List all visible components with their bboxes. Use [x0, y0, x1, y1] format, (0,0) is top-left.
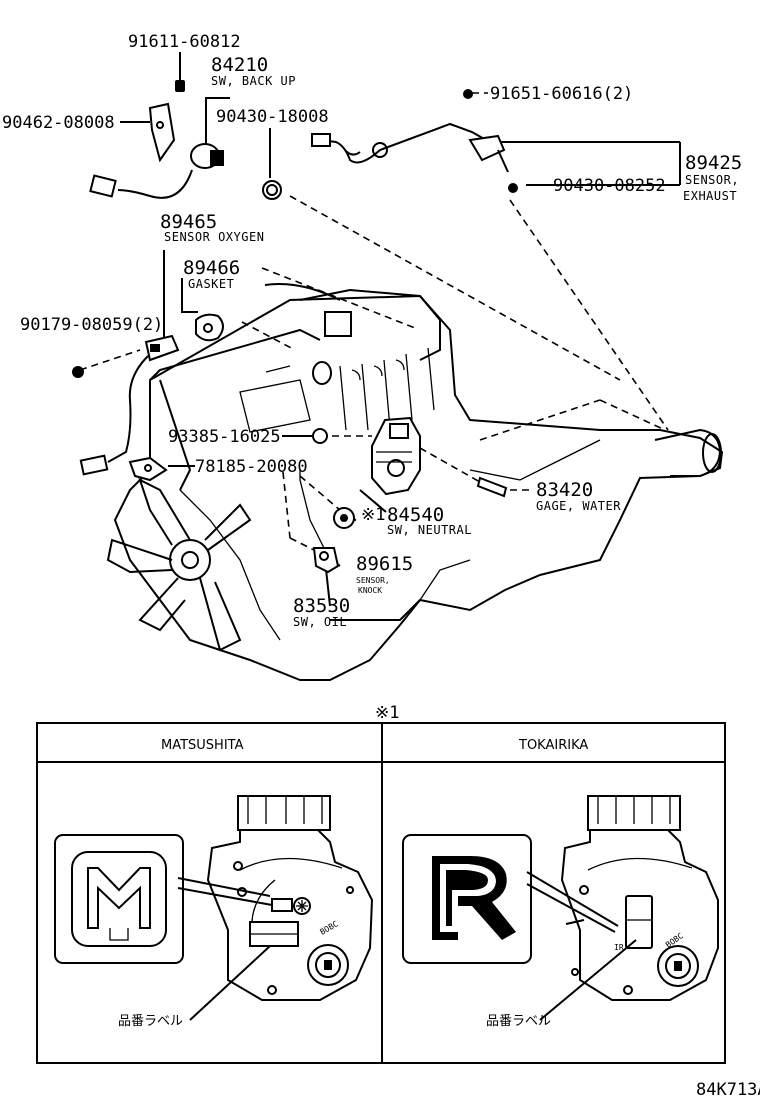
exhaust-sensor-assembly	[311, 89, 518, 193]
part-89466-label: 89466	[183, 257, 240, 279]
tokairika-switch-drawing	[402, 795, 719, 1021]
part-89465-name: SENSOR OXYGEN	[164, 230, 264, 244]
matsushita-header: MATSUSHITA	[161, 738, 244, 753]
engine-block	[113, 283, 724, 681]
part-89615-name-2: KNOCK	[358, 586, 382, 595]
part-89425-name-1: SENSOR,	[685, 173, 739, 187]
part-84210-label: 84210	[211, 54, 268, 76]
part-90179-08059-label: 90179-08059(2)	[20, 315, 163, 335]
part-84540-mark: ※1	[361, 505, 385, 525]
part-83420-name: GAGE, WATER	[536, 499, 621, 513]
part-89465-label: 89465	[160, 211, 217, 233]
part-83420-label: 83420	[536, 479, 593, 501]
part-90430-18008-label: 90430-18008	[216, 107, 329, 127]
matsushita-dial-text: BOBC	[319, 919, 340, 937]
part-84540-name: SW, NEUTRAL	[387, 523, 472, 537]
backup-switch-assembly	[89, 80, 282, 200]
cooling-fan	[106, 478, 252, 652]
part-89615-name-1: SENSOR,	[356, 576, 390, 585]
detail-mark: ※1	[375, 703, 399, 723]
part-90462-08008-label: 90462-08008	[2, 113, 115, 133]
oxygen-sensor-assembly	[72, 313, 224, 476]
part-83530-name: SW, OIL	[293, 615, 347, 629]
part-84210-name: SW, BACK UP	[211, 74, 296, 88]
part-89425-name-2: EXHAUST	[683, 189, 737, 203]
part-84540-label: 84540	[387, 504, 444, 526]
lower-parts	[128, 416, 508, 574]
leader-lines	[79, 52, 681, 607]
tokairika-in-mark: IR	[614, 943, 624, 952]
tokairika-part-label: 品番ラベル	[486, 1014, 551, 1029]
part-91651-60616-label: 91651-60616(2)	[490, 84, 633, 104]
detail-table	[36, 722, 726, 1064]
matsushita-switch-drawing	[54, 795, 374, 1021]
part-89425-label: 89425	[685, 152, 742, 174]
part-83530-label: 83530	[293, 595, 350, 617]
part-91611-60812-label: 91611-60812	[128, 32, 241, 52]
part-93385-16025-label: 93385-16025	[168, 427, 281, 447]
part-89466-name: GASKET	[188, 277, 234, 291]
assembly-dashed-lines	[241, 195, 669, 553]
part-78185-20080-label: 78185-20080	[195, 457, 308, 477]
tokairika-header: TOKAIRIKA	[518, 738, 588, 753]
diagram-code: 84K713A	[696, 1080, 760, 1100]
part-89615-label: 89615	[356, 553, 413, 575]
matsushita-part-label: 品番ラベル	[118, 1014, 183, 1029]
